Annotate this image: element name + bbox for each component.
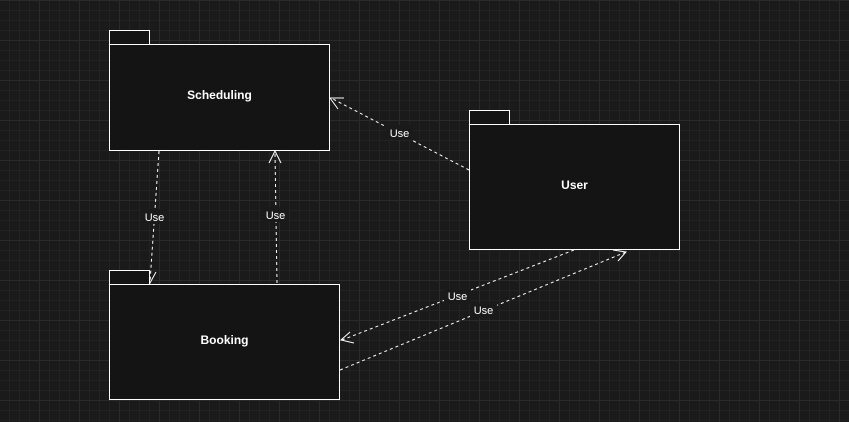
edge-label-bg — [141, 209, 168, 224]
package-title: Booking — [201, 333, 249, 347]
edge-label: Use — [448, 291, 468, 303]
package-body — [109, 44, 330, 151]
dependency-line — [330, 97, 470, 171]
edge-label: Use — [474, 305, 494, 317]
package-tab — [109, 30, 150, 45]
edge-label-bg — [386, 125, 413, 140]
package-booking[interactable]: Booking — [109, 270, 340, 400]
package-tab — [469, 110, 510, 125]
arrow-head-icon — [612, 249, 627, 262]
dependency-booking-to-scheduling[interactable]: Use — [262, 149, 289, 284]
edge-label-bg — [470, 303, 497, 318]
dependency-booking-to-user[interactable]: Use — [339, 249, 627, 371]
arrow-head-icon — [339, 331, 355, 344]
dependency-line — [149, 150, 160, 283]
package-user[interactable]: User — [469, 110, 680, 250]
dependency-scheduling-to-booking[interactable]: Use — [141, 150, 168, 285]
package-body — [109, 284, 340, 400]
edge-label: Use — [145, 212, 165, 224]
package-scheduling[interactable]: Scheduling — [109, 30, 330, 151]
edge-label-bg — [262, 207, 289, 222]
dependency-user-to-booking[interactable]: Use — [339, 249, 575, 344]
edge-label: Use — [266, 210, 286, 222]
package-title: User — [561, 178, 588, 192]
package-tab — [109, 270, 150, 285]
package-title: Scheduling — [187, 88, 252, 102]
dependency-user-to-scheduling[interactable]: Use — [329, 97, 470, 171]
package-body — [469, 124, 680, 250]
arrow-head-icon — [329, 97, 344, 110]
dependency-line — [274, 151, 278, 284]
edge-label-bg — [444, 289, 471, 304]
edge-label: Use — [390, 128, 410, 140]
